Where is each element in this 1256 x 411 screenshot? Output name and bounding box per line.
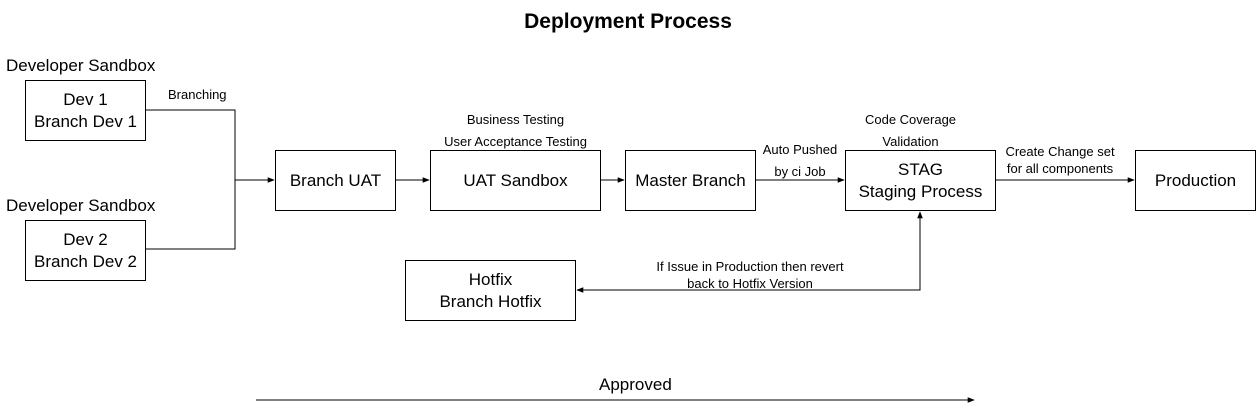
edge-label-validation: Validation (882, 134, 939, 149)
node-hotfix: Hotfix Branch Hotfix (405, 260, 576, 321)
node-dev1: Dev 1 Branch Dev 1 (25, 80, 146, 141)
group-label-developer-sandbox-1: Developer Sandbox (6, 56, 156, 75)
node-dev2-line1: Dev 2 (63, 229, 108, 249)
edge-label-issue-line2: back to Hotfix Version (687, 276, 813, 291)
edge-label-by-ci-job: by ci Job (774, 164, 826, 179)
node-branch-uat: Branch UAT (275, 150, 396, 211)
node-hotfix-line2: Branch Hotfix (439, 291, 542, 311)
node-production-label: Production (1154, 170, 1237, 190)
group-label-developer-sandbox-2: Developer Sandbox (6, 196, 156, 215)
node-dev1-line2: Branch Dev 1 (34, 111, 137, 131)
diagram-title: Deployment Process (524, 10, 732, 33)
edge-label-create-change-set: Create Change set (1005, 144, 1115, 159)
edge-hotfix-stag-bidirectional (576, 211, 923, 293)
node-dev2: Dev 2 Branch Dev 2 (25, 220, 146, 281)
node-uat-sandbox-label: UAT Sandbox (463, 170, 568, 190)
edge-label-user-acceptance-testing: User Acceptance Testing (444, 134, 587, 149)
node-master-branch: Master Branch (625, 150, 756, 211)
node-branch-uat-label: Branch UAT (289, 170, 382, 190)
node-stag: STAG Staging Process (845, 150, 996, 211)
edge-label-issue-line1: If Issue in Production then revert (656, 259, 844, 274)
approved-label: Approved (599, 375, 672, 394)
edge-label-auto-pushed: Auto Pushed (762, 142, 838, 157)
edge-label-business-testing: Business Testing (466, 112, 565, 127)
edge-dev2-to-branch-uat (146, 180, 236, 250)
node-dev2-line2: Branch Dev 2 (34, 251, 137, 271)
edge-label-code-coverage: Code Coverage (864, 112, 957, 127)
node-master-branch-label: Master Branch (635, 170, 746, 190)
node-uat-sandbox: UAT Sandbox (430, 150, 601, 211)
edge-label-for-all-components: for all components (1006, 161, 1114, 176)
node-production: Production (1135, 150, 1256, 211)
node-stag-line1: STAG (897, 159, 944, 179)
edge-label-branching: Branching (168, 87, 227, 102)
node-stag-line2: Staging Process (858, 181, 983, 201)
node-hotfix-line1: Hotfix (468, 269, 513, 289)
edge-dev1-to-branch-uat (146, 109, 275, 183)
node-dev1-line1: Dev 1 (63, 89, 108, 109)
